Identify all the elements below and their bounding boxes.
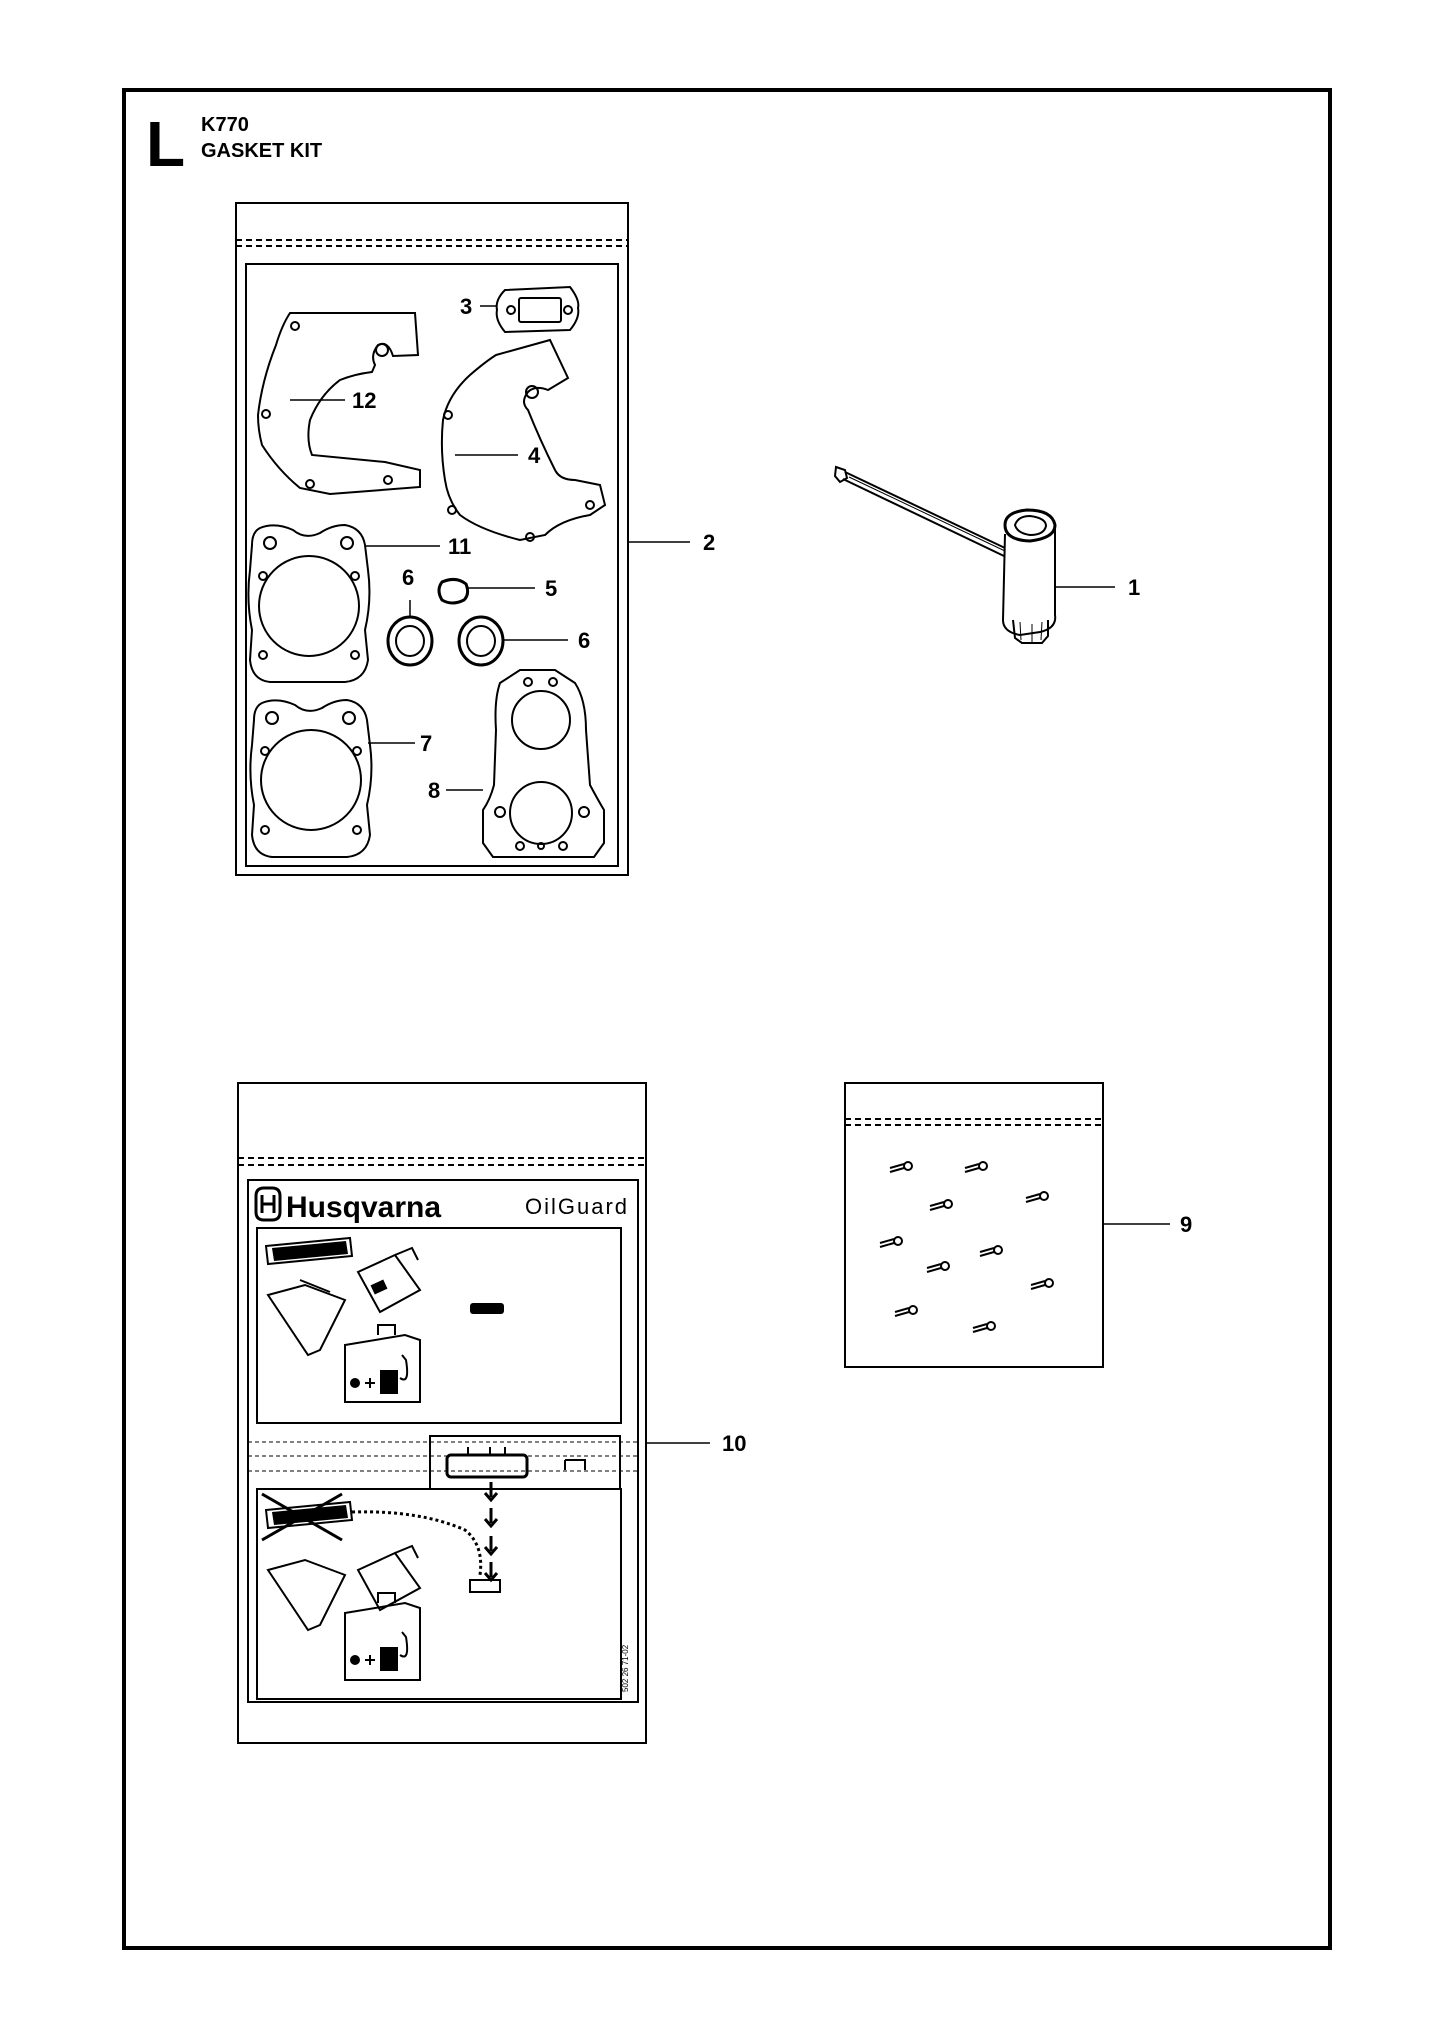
callout-6-right: 6 [578, 628, 590, 653]
callout-7: 7 [420, 731, 432, 756]
crankcase-gasket-right [440, 338, 607, 542]
product-name: OilGuard [525, 1194, 629, 1219]
funnel-icon-lower [266, 1558, 347, 1632]
callout-10: 10 [722, 1431, 746, 1456]
diagram-frame: L K770 GASKET KIT [122, 88, 1332, 1950]
model-name: K770 [201, 114, 249, 136]
screw-bag [844, 1082, 1104, 1368]
husqvarna-logo [254, 1186, 282, 1222]
combination-wrench [833, 465, 1057, 644]
callout-9: 9 [1180, 1212, 1192, 1237]
callout-12: 12 [352, 388, 376, 413]
label-bag [237, 1082, 647, 1744]
gasket-bag [235, 202, 629, 876]
callout-2: 2 [703, 530, 715, 555]
leader-lines [290, 305, 1170, 1444]
callout-11: 11 [448, 534, 471, 559]
brand-name: Husqvarna [286, 1191, 441, 1224]
funnel-icon [266, 1279, 347, 1357]
crankcase-gasket-left [256, 312, 421, 496]
dispenser-icon [445, 1447, 586, 1479]
fuel-can-icon [344, 1324, 421, 1403]
intake-gasket [482, 669, 605, 858]
oil-bottle-icon [356, 1246, 422, 1314]
callout-1: 1 [1128, 575, 1140, 600]
part-code: 502 26 71-02 [621, 1644, 630, 1692]
callout-6-left: 6 [402, 565, 414, 590]
oilguard-badge-crossed [261, 1492, 354, 1542]
fuel-can-icon-lower [344, 1592, 421, 1681]
arrow-down-icons [469, 1482, 501, 1593]
oilguard-badge-small [470, 1303, 504, 1314]
cylinder-gasket-lower [249, 698, 373, 858]
oilguard-badge-upper [264, 1236, 354, 1266]
callouts: 1 2 3 4 5 6 6 7 8 9 10 11 12 [352, 294, 1192, 1456]
cylinder-gasket-upper [247, 523, 371, 683]
o-ring [437, 577, 470, 605]
callout-8: 8 [428, 778, 440, 803]
callout-3: 3 [460, 294, 472, 319]
screws [879, 1161, 1054, 1333]
callout-4: 4 [528, 443, 541, 468]
oil-bottle-icon-lower [356, 1544, 422, 1612]
section-letter: L [146, 108, 186, 180]
callout-5: 5 [545, 576, 557, 601]
dotted-path [351, 1510, 483, 1576]
page-title: GASKET KIT [201, 140, 323, 162]
seal-right [457, 615, 505, 667]
seal-left [386, 615, 434, 667]
muffler-gasket [495, 285, 580, 334]
